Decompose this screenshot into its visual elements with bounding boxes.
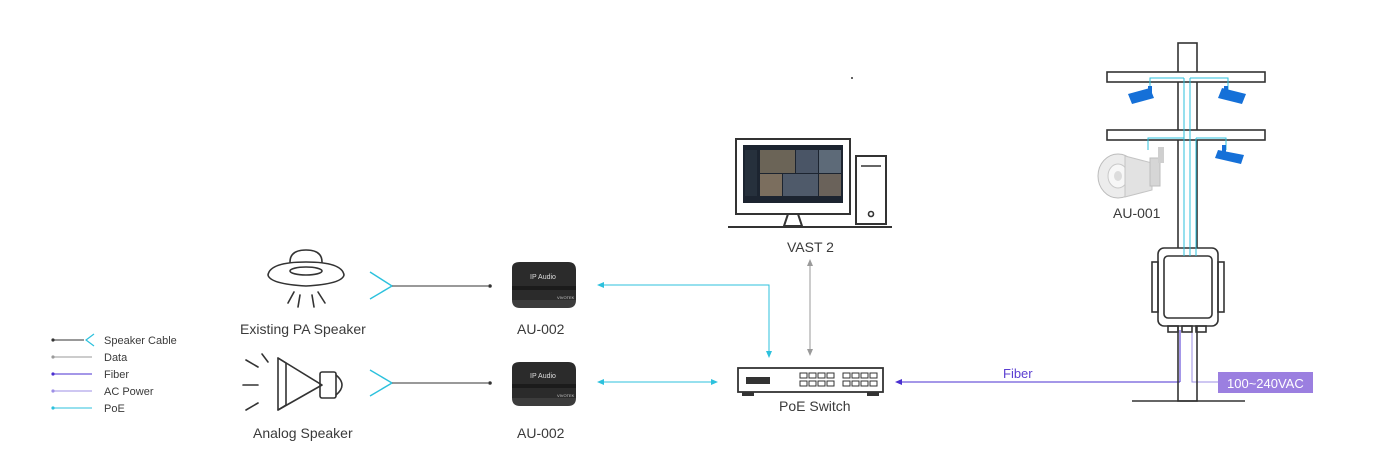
stray-dot — [851, 77, 853, 79]
legend-speaker-cable: Speaker Cable — [51, 333, 177, 347]
camera-icon-3 — [1215, 145, 1244, 164]
fiber-label: Fiber — [1003, 366, 1033, 381]
ac-power-link: 100~240VAC — [1191, 330, 1313, 393]
poe-link-au002-top — [597, 282, 772, 358]
legend-ac-power: AC Power — [51, 386, 154, 398]
au002-top-brand: IP Audio — [530, 274, 556, 281]
ac-power-label: 100~240VAC — [1227, 376, 1304, 391]
speaker-cable-top — [369, 271, 492, 300]
speaker-cable-bottom — [369, 369, 492, 397]
poe-switch-label: PoE Switch — [779, 398, 851, 414]
legend-fiber: Fiber — [51, 369, 129, 381]
au002-bottom-brand: IP Audio — [530, 373, 556, 380]
svg-text:Fiber: Fiber — [104, 369, 129, 381]
au002-top-logo: VIVOTEK — [557, 295, 575, 300]
pa-speaker-label: Existing PA Speaker — [240, 321, 366, 337]
au001-label: AU-001 — [1113, 205, 1161, 221]
svg-text:Speaker Cable: Speaker Cable — [104, 335, 177, 347]
pa-speaker-icon — [267, 249, 345, 308]
legend: Speaker Cable Data Fiber AC Power PoE — [51, 333, 177, 415]
au001-horn-speaker-icon — [1097, 147, 1164, 199]
ac-power-badge — [1218, 372, 1313, 393]
vast-label: VAST 2 — [787, 239, 834, 255]
svg-text:PoE: PoE — [104, 403, 125, 415]
poe-switch-icon — [737, 367, 884, 396]
au002-top-label: AU-002 — [517, 321, 565, 337]
au002-device-bottom: IP Audio VIVOTEK — [512, 362, 576, 406]
svg-text:AC Power: AC Power — [104, 386, 154, 398]
au002-bottom-label: AU-002 — [517, 425, 565, 441]
analog-speaker-label: Analog Speaker — [253, 425, 353, 441]
utility-pole — [1106, 42, 1266, 402]
vast-computer-icon — [728, 138, 892, 228]
svg-text:Data: Data — [104, 352, 128, 364]
analog-speaker-icon — [242, 353, 343, 411]
camera-icon-1 — [1128, 86, 1154, 104]
camera-icon-2 — [1218, 86, 1246, 104]
legend-poe: PoE — [51, 403, 125, 415]
legend-data: Data — [51, 352, 128, 364]
fiber-link: Fiber — [895, 330, 1181, 385]
au002-bottom-logo: VIVOTEK — [557, 393, 575, 398]
au002-device-top: IP Audio VIVOTEK — [512, 262, 576, 308]
